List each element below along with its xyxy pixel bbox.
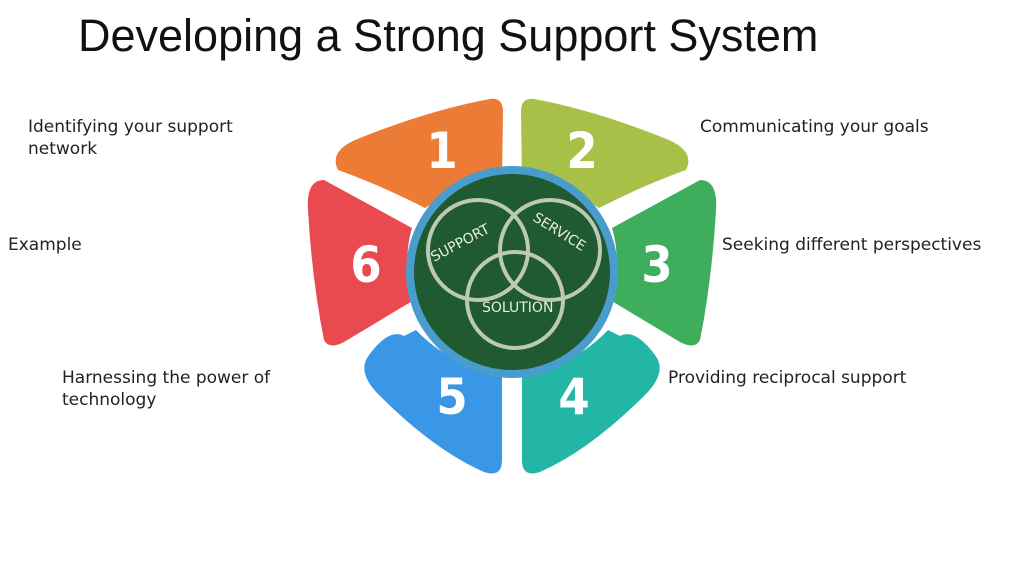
chalkboard-circle [414, 174, 610, 370]
petal-6 [307, 180, 414, 346]
venn-circles [426, 198, 602, 350]
step-6-number: 6 [350, 236, 381, 294]
petal-3 [610, 180, 717, 346]
step-5-label: Harnessing the power of technology [62, 368, 271, 410]
step-4-number: 4 [558, 368, 589, 426]
step-1-number: 1 [426, 122, 457, 180]
step-1-label: Identifying your support network [28, 117, 233, 159]
step-2-label: Communicating your goals [700, 117, 929, 137]
step-6-label: Example [8, 235, 82, 255]
step-3-label: Seeking different perspectives [722, 235, 982, 255]
step-3-number: 3 [641, 236, 672, 294]
slide-title: Developing a Strong Support System [78, 10, 819, 61]
step-4-label: Providing reciprocal support [668, 368, 907, 388]
step-5-number: 5 [436, 368, 467, 426]
venn-word-solution: SOLUTION [482, 300, 553, 316]
step-2-number: 2 [566, 122, 597, 180]
